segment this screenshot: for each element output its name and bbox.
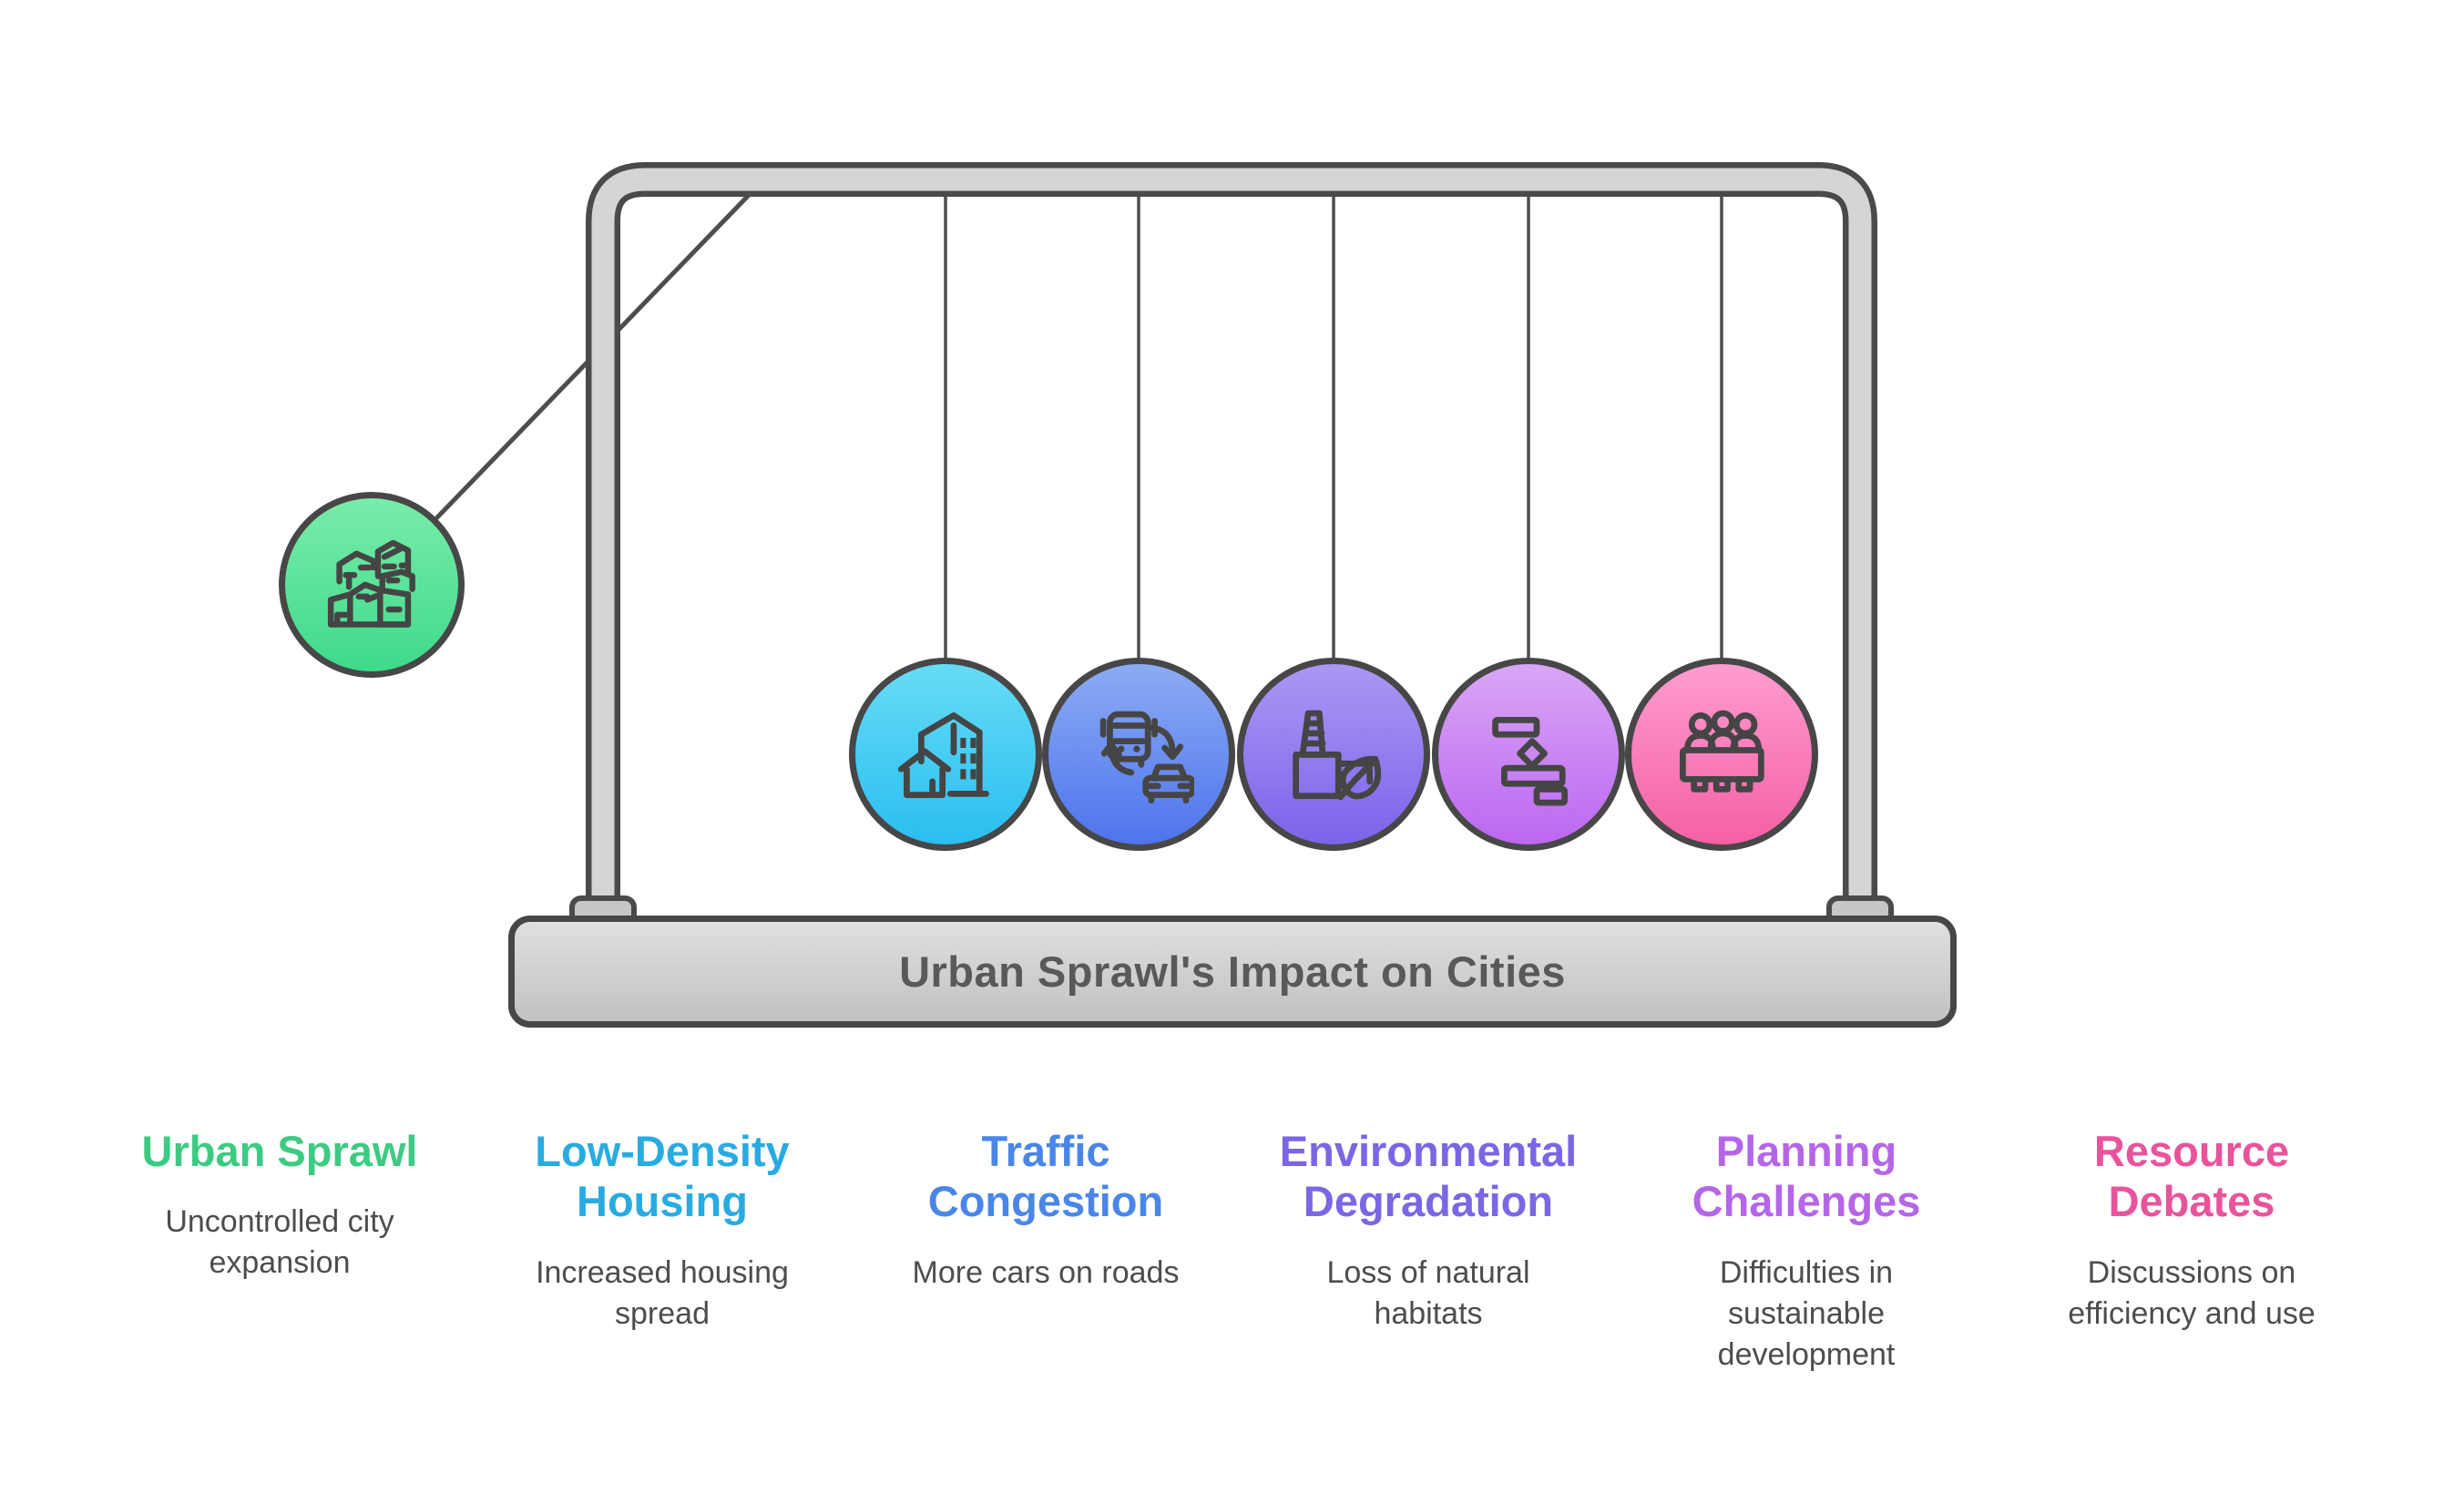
ball-planning-challenges xyxy=(1432,658,1625,851)
legend-title: Environmental Degradation xyxy=(1279,1127,1578,1226)
legend-title: Resource Debates xyxy=(2093,1127,2290,1226)
gantt-plan-icon xyxy=(1491,716,1568,806)
base-title: Urban Sprawl's Impact on Cities xyxy=(899,947,1566,996)
housing-icon xyxy=(897,711,989,798)
ball-traffic-congestion xyxy=(1042,658,1235,851)
legend-description: Loss of natural habitats xyxy=(1326,1254,1530,1331)
legend-title: Traffic Congestion xyxy=(927,1127,1164,1226)
ball-environmental-degradation xyxy=(1237,658,1430,851)
bus-car-exchange-icon xyxy=(1099,711,1195,803)
legend-title: Low-Density Housing xyxy=(535,1127,790,1226)
legend-item-urban-sprawl: Urban Sprawl Uncontrolled city expansion xyxy=(79,1126,480,1284)
legend-title: Urban Sprawl xyxy=(141,1127,418,1175)
meeting-people-icon xyxy=(1679,710,1764,793)
legend-item-planning-challenges: Planning Challenges Difficulties in sust… xyxy=(1606,1126,2007,1376)
legend-description: Uncontrolled city expansion xyxy=(165,1204,394,1281)
legend-description: Difficulties in sustainable development xyxy=(1717,1254,1896,1372)
legend-item-traffic-congestion: Traffic Congestion More cars on roads xyxy=(845,1126,1246,1294)
legend-title: Planning Challenges xyxy=(1692,1127,1921,1226)
frame-tube xyxy=(591,168,1872,918)
cradle-base: Urban Sprawl's Impact on Cities xyxy=(508,916,1957,1028)
legend-item-environmental-degradation: Environmental Degradation Loss of natura… xyxy=(1228,1126,1629,1335)
legend-description: More cars on roads xyxy=(912,1254,1180,1290)
ball-urban-sprawl xyxy=(279,492,465,678)
legend-item-low-density-housing: Low-Density Housing Increased housing sp… xyxy=(462,1126,863,1335)
factory-leaf-icon xyxy=(1292,710,1381,801)
legend-description: Discussions on efficiency and use xyxy=(2068,1254,2316,1331)
legend-item-resource-debates: Resource Debates Discussions on efficien… xyxy=(1991,1126,2392,1335)
urban-sprawl-buildings-icon xyxy=(327,539,415,628)
ball-resource-debates xyxy=(1625,658,1818,851)
ball-low-density-housing xyxy=(849,658,1042,851)
legend-description: Increased housing spread xyxy=(536,1254,789,1331)
